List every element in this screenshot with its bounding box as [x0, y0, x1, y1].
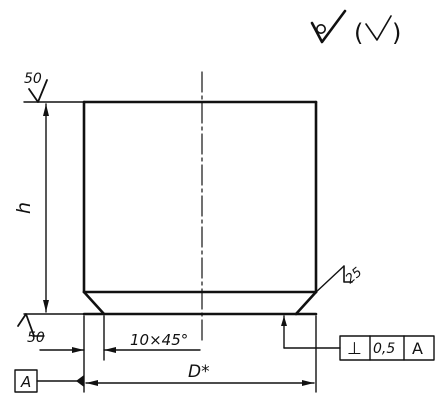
general-roughness-symbol: ( )	[310, 9, 401, 47]
roughness-top-value: 50	[24, 71, 42, 87]
roughness-chamfer-value: 25	[343, 265, 365, 287]
tolerance-frame: ⊥ 0,5 A	[281, 315, 435, 361]
tolerance-value: 0,5	[373, 341, 395, 357]
roughness-mark-chamfer: 25	[313, 265, 365, 295]
height-dimension: h	[13, 103, 49, 313]
diameter-dimension: D*	[85, 315, 317, 393]
roughness-check-icon	[365, 15, 392, 41]
no-machining-roughness-icon	[310, 9, 347, 44]
datum-reference: A	[14, 369, 84, 393]
height-label: h	[13, 202, 35, 214]
close-bracket: )	[392, 19, 401, 47]
datum-label: A	[20, 373, 31, 391]
roughness-mark-bottom: 50	[17, 313, 45, 346]
roughness-mark-top: 50	[24, 71, 48, 103]
chamfer-label: 10×45°	[130, 331, 188, 349]
diameter-label: D*	[188, 362, 210, 382]
height-extension-lines	[23, 101, 85, 315]
open-bracket: (	[354, 19, 363, 47]
chamfer-dimension: 10×45°	[39, 315, 201, 393]
perpendicularity-symbol-icon: ⊥	[347, 339, 362, 359]
datum-triangle-icon	[76, 375, 84, 387]
part-outline	[82, 100, 318, 316]
tolerance-datum: A	[412, 339, 423, 358]
roughness-bottom-value: 50	[27, 330, 45, 346]
